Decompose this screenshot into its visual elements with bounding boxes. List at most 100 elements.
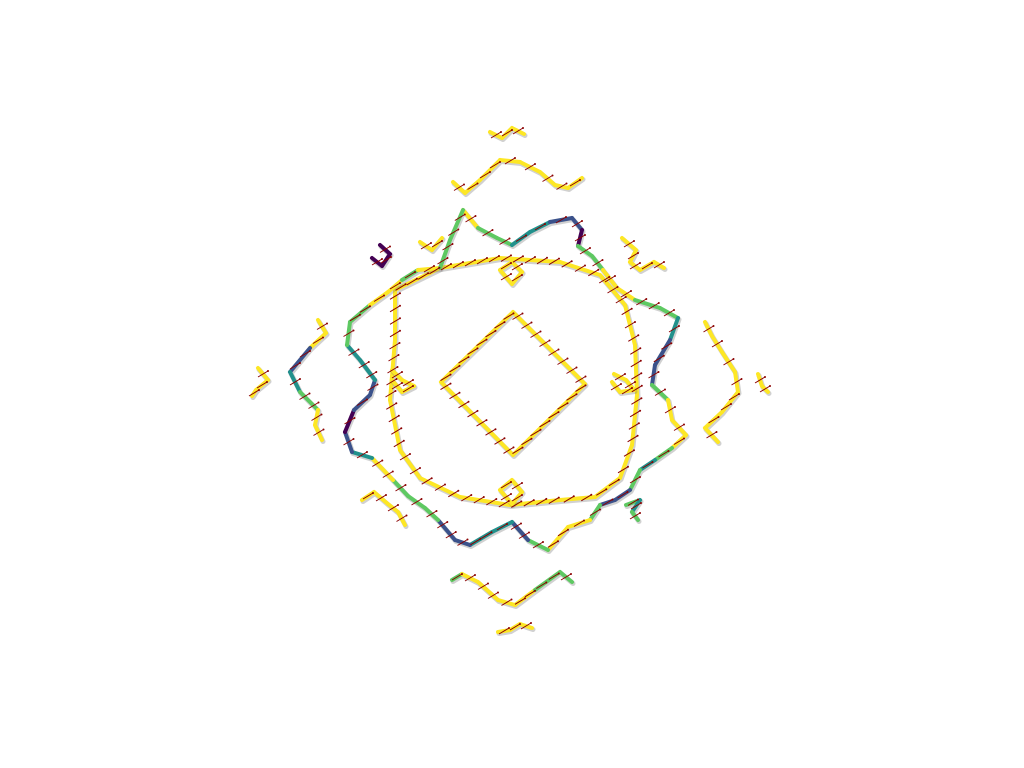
- arrow-glyph-head: [482, 496, 485, 498]
- arrow-glyph-head: [401, 382, 403, 384]
- arrow-glyph-head: [510, 254, 512, 257]
- arrow-glyph: [602, 499, 613, 506]
- arrow-glyph: [467, 183, 478, 190]
- arrow-glyph-head: [485, 338, 488, 341]
- arrow-glyph: [536, 257, 548, 265]
- upper-right-branch-streamline: [620, 236, 668, 274]
- arrow-glyph: [289, 378, 301, 386]
- arrow-glyph-head: [662, 354, 665, 357]
- arrow-glyph-head: [309, 350, 311, 352]
- arrow-glyph: [624, 381, 636, 389]
- arrow-glyph-head: [394, 390, 397, 392]
- arrow-glyph-head: [605, 488, 608, 491]
- arrow-glyph-head: [557, 540, 559, 543]
- inner-square-streamline-segment: [439, 310, 515, 384]
- arrow-glyph: [636, 298, 647, 306]
- arrow-glyph-head: [522, 255, 524, 258]
- arrow-glyph-head: [575, 393, 578, 396]
- arrow-glyph: [467, 347, 478, 355]
- arrow-glyph-head: [557, 496, 560, 499]
- arrow-glyph: [627, 252, 639, 260]
- arrow-glyph-head: [353, 417, 356, 419]
- arrow-glyph-head: [534, 256, 536, 258]
- arrow-glyph: [500, 481, 512, 489]
- arrow-glyph: [614, 373, 626, 381]
- arrow-glyph: [494, 437, 505, 445]
- arrow-glyph-head: [449, 382, 452, 385]
- arrow-glyph: [344, 417, 355, 425]
- lower-left-branch-streamline: [360, 490, 409, 529]
- arrow-glyph: [500, 273, 512, 281]
- arrow-glyph: [723, 358, 734, 366]
- arrow-glyph: [437, 257, 448, 265]
- lower-right-hook-streamline: [624, 498, 644, 524]
- arrow-glyph: [389, 282, 401, 290]
- arrow-glyph-head: [258, 389, 260, 391]
- arrow-glyph-head: [721, 340, 723, 342]
- arrow-glyphs: [248, 127, 771, 635]
- arrow-glyph: [500, 262, 512, 270]
- arrow-glyph-head: [626, 491, 629, 493]
- arrow-glyph-head: [597, 268, 600, 271]
- arrow-glyph-head: [548, 419, 551, 422]
- arrow-glyph: [440, 263, 452, 271]
- arrow-glyph: [388, 354, 399, 362]
- arrow-glyph-head: [389, 245, 391, 248]
- arrow-glyph: [579, 247, 591, 255]
- outer-wavy-streamline-segment: [438, 238, 452, 270]
- upper-left-hook-streamline: [370, 243, 394, 270]
- arrow-glyph: [509, 623, 521, 631]
- arrow-glyph-head: [639, 347, 642, 350]
- arrow-glyph: [512, 255, 524, 263]
- arrow-glyph-head: [367, 361, 370, 363]
- arrow-glyph-head: [399, 317, 401, 320]
- outer-wavy-streamline-segment: [653, 338, 672, 367]
- arrow-glyph-head: [359, 313, 361, 316]
- arrow-glyph-head: [678, 325, 680, 327]
- arrow-glyph-head: [640, 372, 643, 375]
- arrow-glyph: [496, 523, 508, 531]
- arrow-glyph-head: [510, 598, 513, 601]
- arrow-glyph-head: [639, 476, 641, 478]
- arrow-glyph: [571, 220, 583, 228]
- arrow-glyph-head: [498, 255, 500, 257]
- arrow-glyph-head: [657, 371, 660, 373]
- arrow-glyph: [308, 402, 319, 409]
- arrow-glyph-head: [510, 481, 512, 483]
- main-ring-streamline-segment: [630, 393, 639, 447]
- arrow-glyph: [387, 504, 399, 512]
- top-zigzag-streamline-shadow: [451, 159, 586, 197]
- arrow-glyph-head: [366, 398, 368, 401]
- arrow-glyph: [248, 389, 260, 397]
- arrow-glyph: [437, 521, 448, 529]
- arrow-glyph-head: [510, 493, 512, 495]
- arrow-glyph: [524, 163, 536, 171]
- arrow-glyph: [445, 531, 457, 539]
- arrow-glyph: [476, 257, 488, 265]
- bottom-zigzag-streamline: [450, 570, 576, 609]
- arrow-glyph-head: [566, 357, 569, 360]
- arrow-glyph-head: [630, 307, 633, 310]
- arrow-glyph-head: [584, 264, 586, 267]
- arrow-glyph-head: [491, 229, 494, 231]
- arrow-glyph-head: [575, 366, 578, 369]
- arrow-glyph-head: [637, 422, 640, 425]
- arrow-glyph: [512, 313, 523, 320]
- arrow-glyph-head: [634, 321, 636, 323]
- arrow-glyph: [661, 342, 672, 350]
- arrow-glyph: [503, 446, 514, 454]
- arrow-glyph: [548, 497, 560, 505]
- arrow-glyph-head: [467, 400, 470, 403]
- arrow-glyph-head: [352, 329, 355, 332]
- arrow-glyph: [501, 599, 512, 606]
- arrow-glyph: [448, 229, 459, 236]
- arrow-glyph-head: [534, 589, 536, 592]
- arrow-glyph-head: [414, 271, 416, 273]
- arrow-glyph: [566, 367, 577, 374]
- arrow-glyph: [500, 254, 512, 262]
- arrow-glyph-head: [640, 502, 642, 504]
- arrow-glyph: [386, 402, 397, 410]
- arrow-glyph: [617, 466, 629, 474]
